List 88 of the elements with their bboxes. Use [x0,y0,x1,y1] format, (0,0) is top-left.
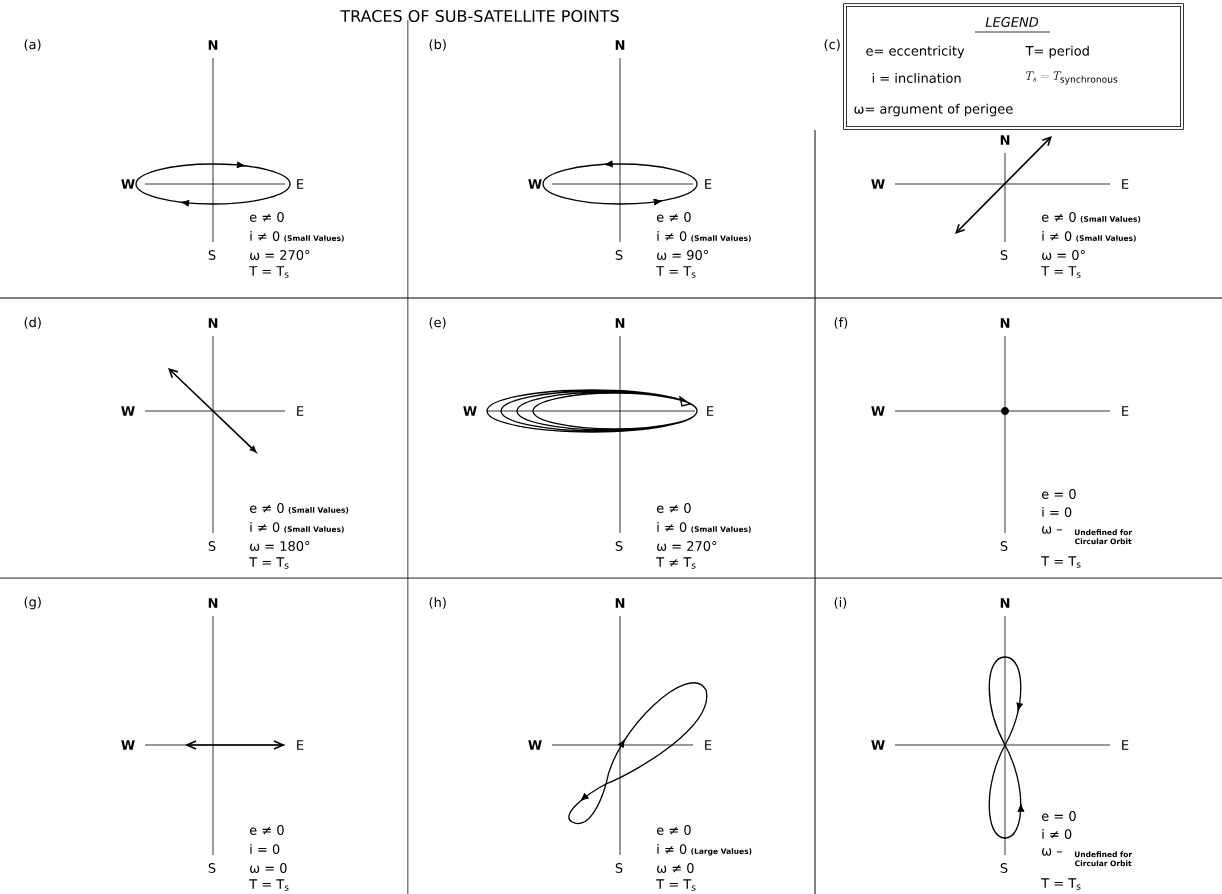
parameter-text: T = T$_{s}$ [1041,878,1081,890]
parameter-text: T ≠ T$_{s}$ [656,557,696,569]
parameter-text: e ≠ 0 [656,825,691,835]
compass-label: W [871,406,885,416]
title: TRACES OF SUB-SATELLITE POINTS [340,9,619,23]
parameter-text: T = T$_{s}$ [249,557,289,569]
parameter-text: ω = 180° [250,541,310,551]
parameter-text: T = T$_{s}$ [249,879,289,891]
compass-label: W [121,740,135,750]
parameter-text: i ≠ 0 [657,230,687,242]
compass-label: W [121,406,135,416]
parameter-text: T = T$_{s}$ [249,266,289,278]
compass-label: S [615,250,623,260]
parameter-text: T = T$_{s}$ [656,879,696,891]
compass-label: S [208,863,216,873]
parameter-text: i = 0 [1042,506,1072,518]
legend-entry: i = inclination [872,72,961,84]
parameter-text: e ≠ 0 [249,825,284,835]
panel-letter: (a) [24,39,41,51]
legend-entry: ω= argument of perigee [854,103,1013,117]
compass-label: S [208,541,216,551]
compass-label: N [1000,135,1010,145]
compass-label: E [1122,406,1129,416]
compass-label: W [528,740,542,750]
panel-letter: (f) [834,317,848,329]
compass-label: S [1000,250,1008,260]
compass-label: N [1000,318,1010,328]
compass-label: N [1000,598,1010,608]
panel-letter: (i) [834,597,847,609]
parameter-text: i ≠ 0 [657,844,687,855]
parameter-text: ω ≠ 0 [657,863,694,873]
compass-label: E [1122,179,1129,189]
parameter-text: ω – [1042,526,1063,534]
compass-label: W [871,179,885,189]
legend-entry: e= eccentricity [866,45,965,59]
compass-label: N [208,598,218,608]
compass-label: W [463,406,477,416]
panel-letter: (h) [429,597,446,609]
parameter-text: ω – [1042,848,1063,856]
parameter-text: ω = 90° [657,250,709,260]
legend-heading: LEGEND [985,17,1039,27]
parameter-text: e ≠ 0 [249,212,284,222]
compass-label: S [1000,863,1008,873]
parameter-text: ω = 270° [657,541,717,551]
compass-label: N [208,318,218,328]
parameter-text: i = 0 [250,844,280,855]
compass-label: E [707,406,714,416]
parameter-text: e ≠ 0 [656,212,691,222]
parameter-text: e ≠ 0 [249,503,284,513]
compass-label: E [1122,740,1129,750]
compass-label: W [871,740,885,750]
parameter-text: i ≠ 0 [657,521,687,533]
parameter-text: T = T$_{s}$ [1041,266,1081,278]
parameter-text: e ≠ 0 [1041,212,1076,222]
parameter-text: i ≠ 0 [250,230,280,242]
compass-label: E [297,406,304,416]
compass-label: S [615,541,623,551]
compass-label: W [121,179,135,189]
compass-label: S [1000,541,1008,551]
compass-label: E [705,179,712,189]
parameter-text: ω = 0° [1042,250,1085,260]
parameter-text: i ≠ 0 [1042,829,1072,840]
compass-label: N [208,40,218,50]
legend-entry: $T_{s}=T_{\mathrm{synchronous}}$ [1025,71,1118,85]
panel-letter: (d) [24,317,41,329]
compass-label: N [615,318,625,328]
panel-letter: (e) [429,317,446,329]
parameter-text: T = T$_{s}$ [1041,556,1081,568]
compass-label: N [615,40,625,50]
panel-letter: (b) [429,39,446,51]
compass-label: W [528,179,542,189]
parameter-text: i ≠ 0 [1042,230,1072,242]
compass-label: E [705,740,712,750]
panel-letter: (c) [824,39,840,51]
compass-label: N [615,598,625,608]
parameter-text: T = T$_{s}$ [656,266,696,278]
compass-label: S [615,863,623,873]
parameter-text: e ≠ 0 [656,503,691,513]
parameter-text: ω = 0 [250,863,287,873]
parameter-text: e = 0 [1041,811,1076,821]
panel-letter: (g) [24,596,41,610]
parameter-text: i ≠ 0 [250,521,280,533]
compass-label: E [297,179,304,189]
legend-entry: T= period [1025,45,1089,59]
compass-label: E [297,740,304,750]
parameter-text: e = 0 [1041,489,1076,499]
compass-label: S [208,250,216,260]
parameter-text: ω = 270° [250,250,310,260]
